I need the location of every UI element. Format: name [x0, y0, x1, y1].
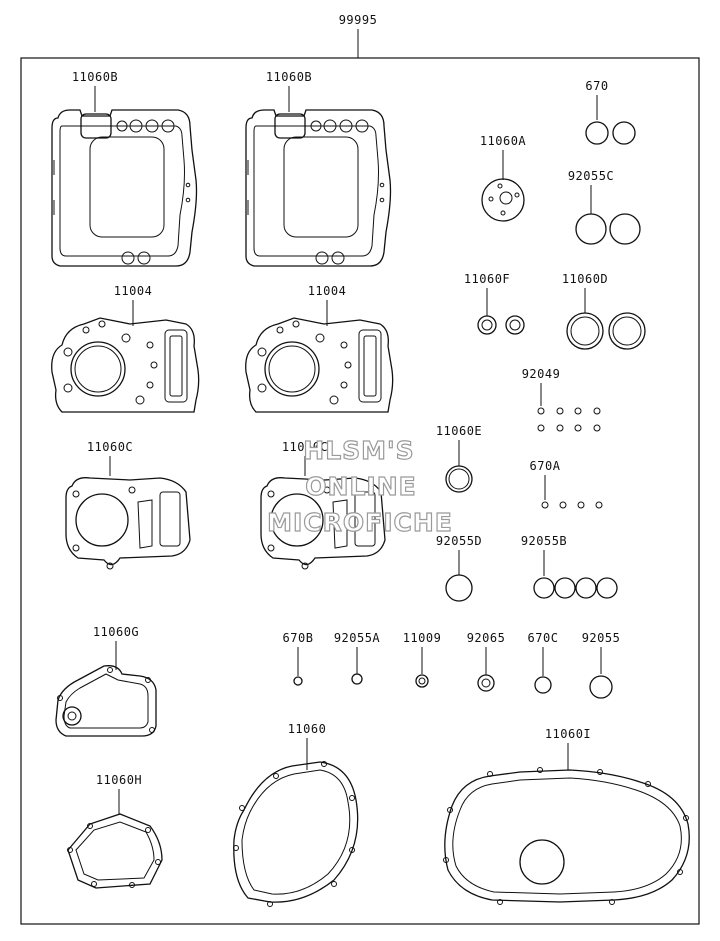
o-ring-92055C: 92055C	[568, 169, 641, 245]
o-ring-670B: 670B	[283, 631, 314, 686]
cover-gasket-11060: 11060	[233, 722, 359, 907]
part-label-11060E: 11060E	[436, 424, 482, 438]
part-label-670C: 670C	[528, 631, 559, 645]
o-ring-670C: 670C	[528, 631, 559, 694]
kit-label: 99995	[339, 13, 378, 27]
part-label-92065: 92065	[467, 631, 506, 645]
part-label-11060D: 11060D	[562, 272, 608, 286]
gasket-11060H: 11060H	[67, 773, 163, 889]
watermark-line-2: ONLINE	[305, 472, 416, 501]
gasket-11060E: 11060E	[436, 424, 482, 493]
part-label-11004-1: 11004	[114, 284, 153, 298]
part-label-92055B: 92055B	[521, 534, 567, 548]
part-label-11009: 11009	[403, 631, 442, 645]
o-ring-92055D: 92055D	[436, 534, 482, 602]
head-gasket-11060B-1: 11060B	[51, 70, 198, 267]
gasket-11060D: 11060D	[562, 272, 646, 350]
o-ring-92055: 92055	[582, 631, 621, 699]
gasket-11060A: 11060A	[480, 134, 527, 222]
base-gasket-11060C-2: 11060C	[260, 440, 386, 570]
head-gasket-11004-2: 11004	[245, 284, 394, 413]
part-label-11060: 11060	[288, 722, 327, 736]
o-ring-670A: 670A	[530, 459, 603, 509]
gasket-11060G: 11060G	[55, 625, 157, 737]
watermark: HLSM'S ONLINE MICROFICHE	[267, 435, 453, 537]
part-label-11060B-2: 11060B	[266, 70, 312, 84]
kit-frame	[20, 57, 700, 925]
gasket-92065: 92065	[467, 631, 506, 692]
part-label-11060C-1: 11060C	[87, 440, 133, 454]
part-label-11060I: 11060I	[545, 727, 591, 741]
o-ring-92055B: 92055B	[521, 534, 618, 599]
part-label-11060H: 11060H	[96, 773, 142, 787]
part-label-92055: 92055	[582, 631, 621, 645]
part-label-92049: 92049	[522, 367, 561, 381]
head-gasket-11060B-2: 11060B	[245, 70, 392, 267]
washer-92049: 92049	[522, 367, 601, 432]
part-label-11060A: 11060A	[480, 134, 527, 148]
base-gasket-11060C-1: 11060C	[65, 440, 191, 570]
part-label-11060B-1: 11060B	[72, 70, 118, 84]
part-label-11060C-2: 11060C	[282, 440, 328, 454]
part-label-92055A: 92055A	[334, 631, 381, 645]
watermark-line-1: HLSM'S	[303, 436, 414, 465]
gasket-11060F: 11060F	[464, 272, 525, 335]
part-label-670B: 670B	[283, 631, 314, 645]
part-label-670A: 670A	[530, 459, 561, 473]
part-label-670: 670	[585, 79, 608, 93]
part-label-11060G: 11060G	[93, 625, 139, 639]
cover-gasket-11060I: 11060I	[443, 727, 690, 905]
part-label-11060F: 11060F	[464, 272, 510, 286]
head-gasket-11004-1: 11004	[51, 284, 200, 413]
gasket-11009: 11009	[403, 631, 442, 688]
o-ring-670: 670	[585, 79, 636, 145]
watermark-line-3: MICROFICHE	[267, 508, 453, 537]
part-label-11004-2: 11004	[308, 284, 347, 298]
part-label-92055D: 92055D	[436, 534, 482, 548]
o-ring-92055A: 92055A	[334, 631, 381, 685]
part-label-92055C: 92055C	[568, 169, 614, 183]
